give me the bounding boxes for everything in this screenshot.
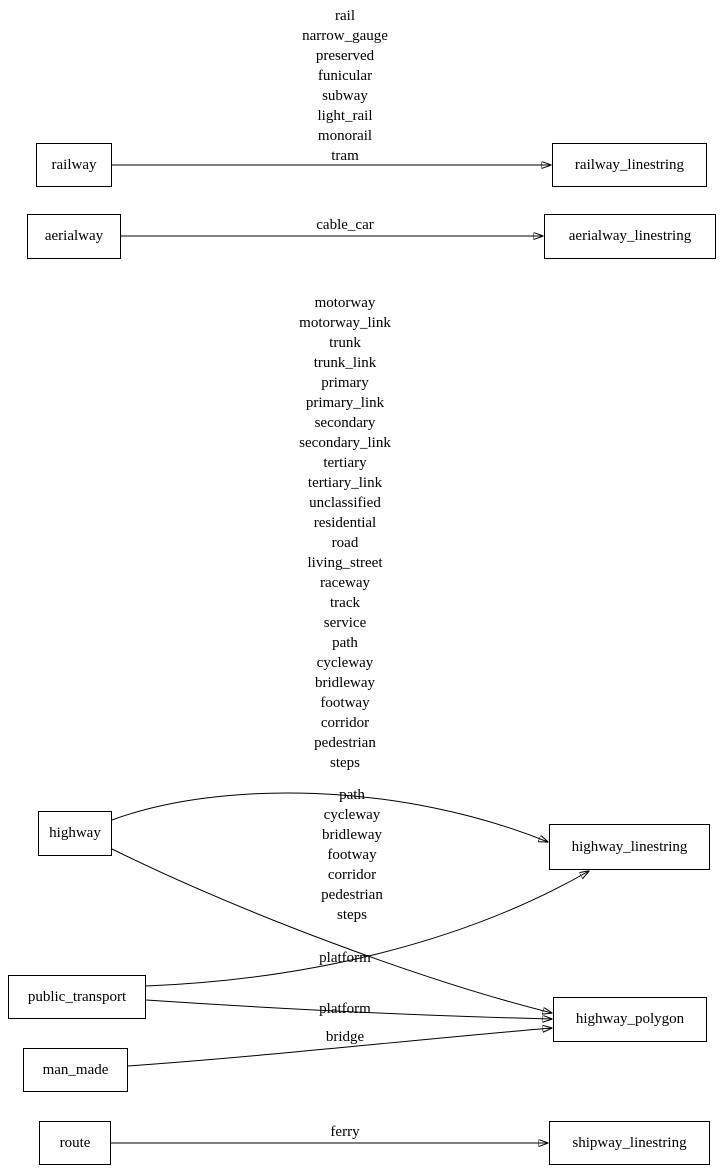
node-highway: highway [38, 811, 112, 856]
node-route: route [39, 1121, 111, 1165]
edge-highway-to-highway-polygon [111, 848, 552, 1013]
node-aerialway: aerialway [27, 214, 121, 259]
edge-label-bridge: bridge [325, 1029, 365, 1045]
edge-label-platform-polygon: platform [319, 1001, 371, 1017]
edge-public-transport-to-highway-linestring [145, 871, 589, 987]
edge-man-made-to-highway-polygon [127, 1028, 552, 1067]
edge-highway-to-highway-linestring [111, 792, 548, 842]
edge-label-cable-car: cable_car [316, 217, 374, 233]
edge-label-railway-types: rail narrow_gauge preserved funicular su… [302, 8, 388, 164]
node-railway: railway [36, 143, 112, 187]
edge-public-transport-to-highway-polygon [145, 999, 552, 1019]
edge-label-highway-polygon-types: path cycleway bridleway footway corridor… [321, 787, 383, 923]
node-public-transport: public_transport [8, 975, 146, 1019]
node-man-made: man_made [23, 1048, 128, 1092]
edge-label-highway-linestring-types: motorway motorway_link trunk trunk_link … [299, 295, 391, 771]
node-highway-polygon: highway_polygon [553, 997, 707, 1042]
edge-label-platform-linestring: platform [319, 950, 371, 966]
node-highway-linestring: highway_linestring [549, 824, 710, 870]
node-aerialway-linestring: aerialway_linestring [544, 214, 716, 259]
node-railway-linestring: railway_linestring [552, 143, 707, 187]
edge-label-ferry: ferry [330, 1124, 360, 1140]
node-shipway-linestring: shipway_linestring [549, 1121, 710, 1165]
